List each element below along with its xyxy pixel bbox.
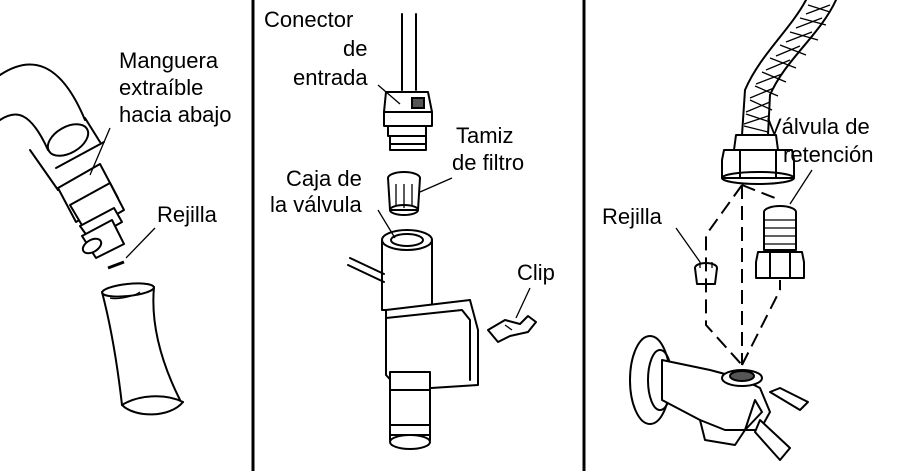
panel-middle: Conector de entrada Tamiz de filtro Caja… [264, 7, 555, 450]
inlet-connector [383, 91, 433, 151]
alignment-dashes [705, 184, 781, 366]
panel-right: Válvula de retención Rejilla [602, 0, 876, 461]
leader-connector [377, 84, 401, 105]
label-valve-box: Caja de la válvula [270, 166, 368, 217]
clip-part [487, 315, 537, 343]
leader-screen-left [125, 227, 156, 259]
label-hose: Manguera extraíble hacia abajo [119, 48, 232, 127]
valve-housing [347, 229, 479, 450]
pulldown-sprayhead [57, 163, 125, 259]
label-filter: Tamiz de filtro [452, 123, 524, 175]
angle-stop-valve [629, 335, 809, 461]
hex-nut [721, 149, 795, 185]
leader-check-valve [789, 169, 813, 205]
label-check-valve: Válvula de retención [767, 114, 876, 167]
label-screen-right: Rejilla [602, 204, 663, 229]
spray-wand [101, 282, 184, 416]
leader-clip [515, 287, 531, 319]
screen-washer-left [107, 260, 125, 270]
leader-filter [419, 177, 453, 193]
leader-valve-box [377, 209, 396, 239]
panel-left: Manguera extraíble hacia abajo Rejilla [0, 48, 232, 416]
supply-tube [401, 13, 417, 91]
label-connector: Conector de entrada [264, 7, 374, 90]
leader-screen-right [675, 227, 701, 263]
filter-screen [387, 171, 421, 216]
leader-hose [89, 127, 111, 176]
label-clip: Clip [517, 260, 555, 285]
check-valve [755, 205, 805, 279]
label-screen-left: Rejilla [157, 202, 218, 227]
spout-pipe [0, 63, 105, 191]
braided-hose [733, 0, 837, 151]
